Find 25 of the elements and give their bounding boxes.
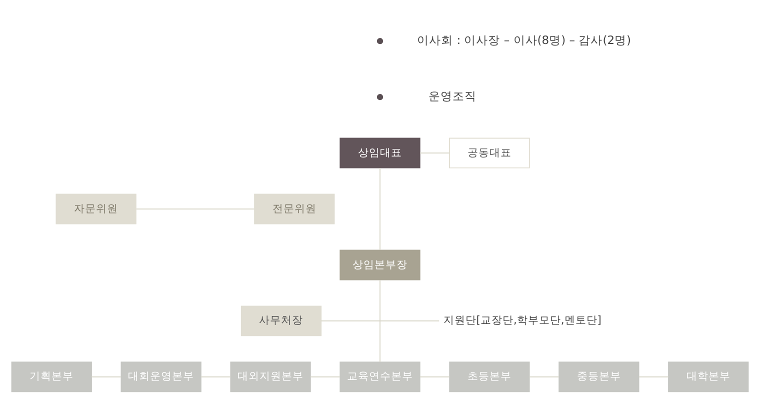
label: 이사회 : 이사장 – 이사(8명) – 감사(2명): [417, 32, 632, 47]
node-box: 자문위원: [56, 193, 136, 224]
connector: [419, 152, 450, 154]
node-box: 공동대표: [449, 137, 530, 168]
node-box: 대외지원본부: [230, 361, 311, 392]
node-box: 대회운영본부: [120, 361, 202, 392]
node-box: 상임본부장: [340, 249, 420, 280]
node-box: 전문위원: [254, 193, 335, 224]
connector: [310, 376, 340, 377]
connector: [528, 376, 560, 377]
label: 운영조직: [428, 88, 476, 103]
connector: [200, 376, 231, 377]
connector: [136, 208, 255, 209]
node-box: 중등본부: [558, 361, 640, 392]
node-text: 지원단[교장단,학부모단,멘토단]: [443, 313, 602, 326]
connector: [419, 376, 450, 377]
node-box: 기획본부: [11, 361, 92, 392]
node-box: 교육연수본부: [340, 361, 420, 392]
connector: [638, 376, 669, 377]
node-box: 상임대표: [340, 137, 420, 168]
node-box: 사무처장: [240, 305, 322, 336]
node-box: 대학본부: [668, 361, 749, 392]
connector: [320, 320, 440, 321]
node-box: 초등본부: [449, 361, 530, 392]
connector: [91, 376, 122, 377]
